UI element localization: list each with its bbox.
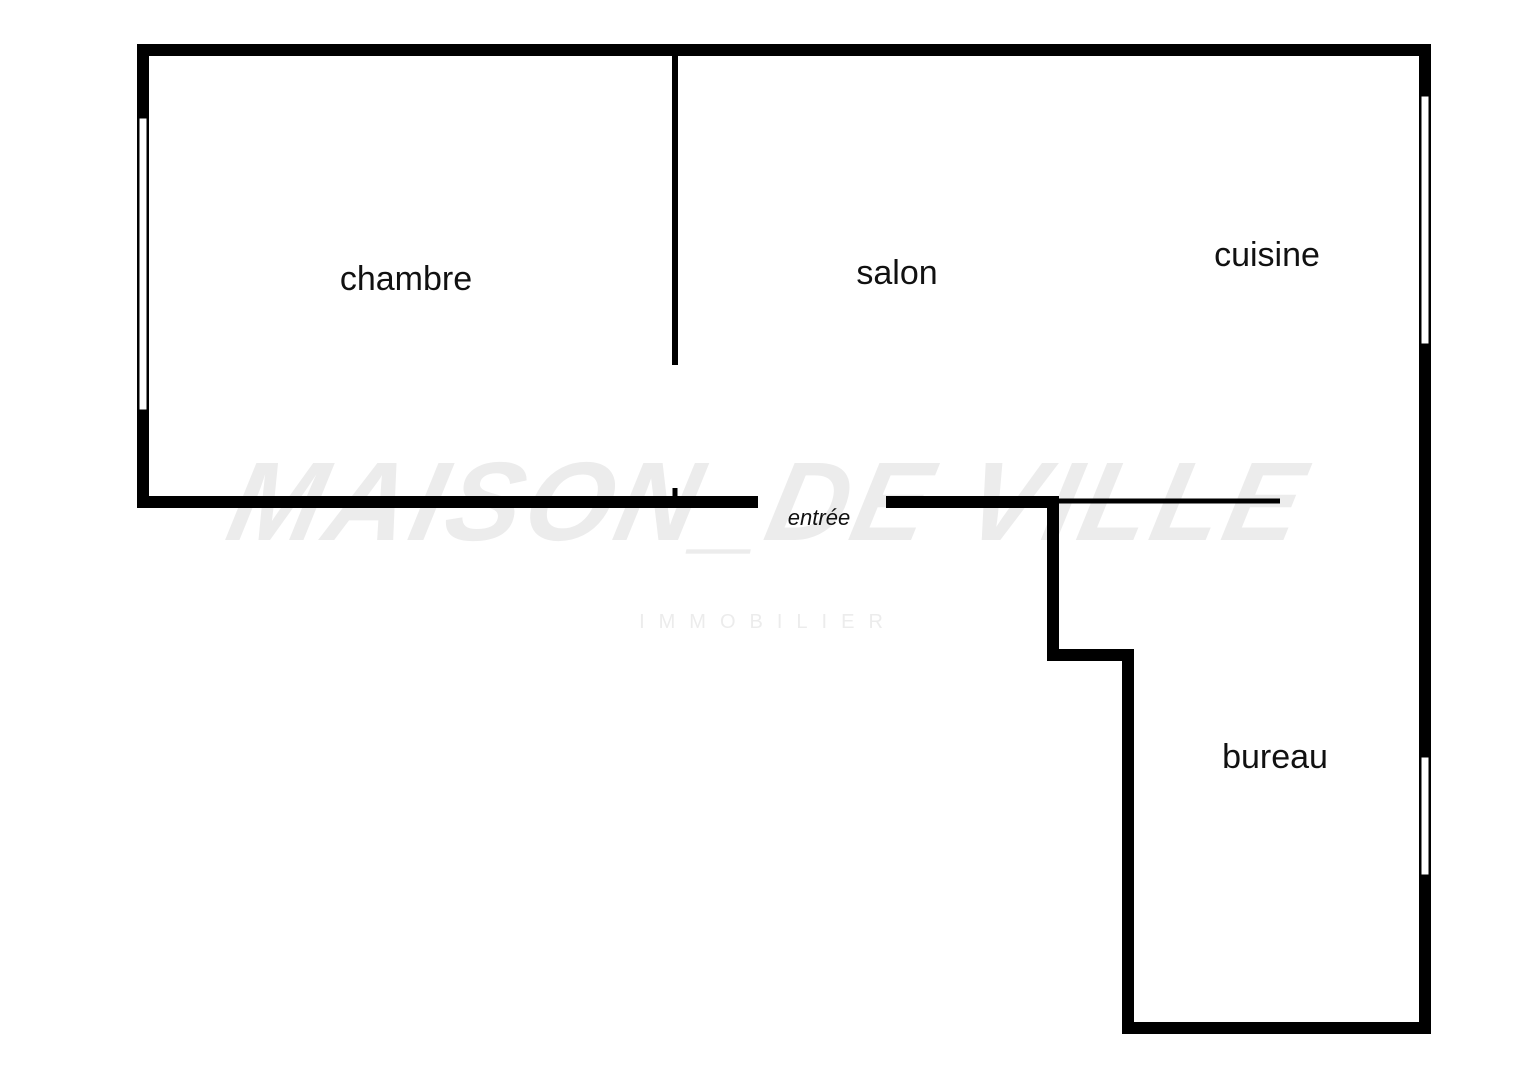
partitions (672, 50, 1280, 504)
room-label-cuisine: cuisine (1214, 236, 1320, 274)
wall-bureau-step (1047, 496, 1134, 1034)
window-chambre (138, 117, 148, 411)
window-cuisine (1420, 95, 1430, 345)
windows (138, 95, 1430, 876)
room-labels: chambre salon cuisine bureau entrée (340, 236, 1328, 776)
watermark-tagline: IMMOBILIER (639, 611, 897, 633)
room-label-bureau: bureau (1222, 738, 1328, 776)
room-label-salon: salon (856, 254, 937, 292)
room-label-chambre: chambre (340, 260, 472, 298)
window-bureau (1420, 756, 1430, 876)
room-label-entree: entrée (788, 505, 850, 530)
